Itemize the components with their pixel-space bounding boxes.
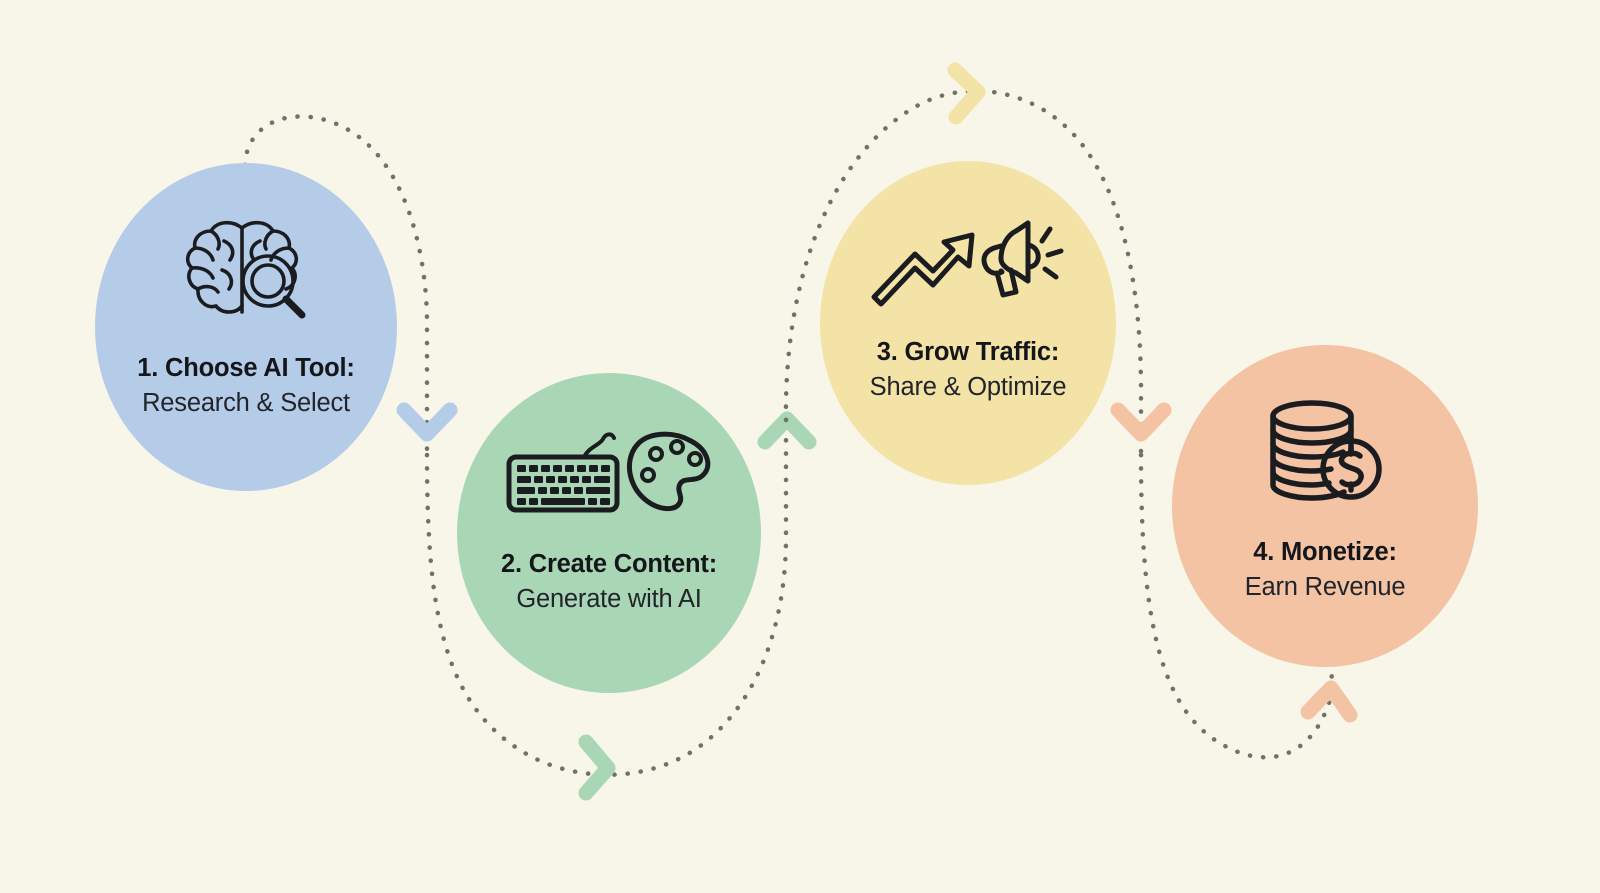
step-2-text: 2. Create Content: Generate with AI (457, 550, 761, 614)
connector-arrow-4-loop (1300, 680, 1358, 723)
step-3-text: 3. Grow Traffic: Share & Optimize (820, 338, 1116, 402)
step-3-subtitle: Share & Optimize (869, 373, 1067, 401)
connector-arrow-3-4-down (1110, 402, 1172, 442)
step-1-text: 1. Choose AI Tool: Research & Select (95, 354, 397, 418)
step-3-title: 3. Grow Traffic: (876, 338, 1060, 366)
connector-arrow-2-3-right (578, 734, 616, 801)
growth-arrow-megaphone-icon (868, 215, 1068, 312)
keyboard-palette-icon (504, 431, 714, 520)
step-2-subtitle: Generate with AI (516, 585, 702, 613)
connector-arrow-2-3-up (757, 411, 817, 450)
connector-arrow-1-2 (396, 402, 458, 442)
step-4-title: 4. Monetize: (1253, 538, 1397, 566)
connector-arrow-3-4 (947, 62, 986, 125)
coin-stack-dollar-icon (1267, 399, 1383, 510)
step-1-subtitle: Research & Select (142, 389, 350, 417)
step-4-text: 4. Monetize: Earn Revenue (1172, 538, 1478, 602)
step-1-title: 1. Choose AI Tool: (137, 354, 355, 382)
step-circle-4[interactable]: 4. Monetize: Earn Revenue (1172, 345, 1478, 667)
step-2-title: 2. Create Content: (500, 550, 717, 578)
brain-magnifier-icon (180, 215, 312, 324)
step-circle-1[interactable]: 1. Choose AI Tool: Research & Select (95, 163, 397, 491)
step-4-subtitle: Earn Revenue (1244, 573, 1406, 601)
step-circle-2[interactable]: 2. Create Content: Generate with AI (457, 373, 761, 693)
step-circle-3[interactable]: 3. Grow Traffic: Share & Optimize (820, 161, 1116, 485)
